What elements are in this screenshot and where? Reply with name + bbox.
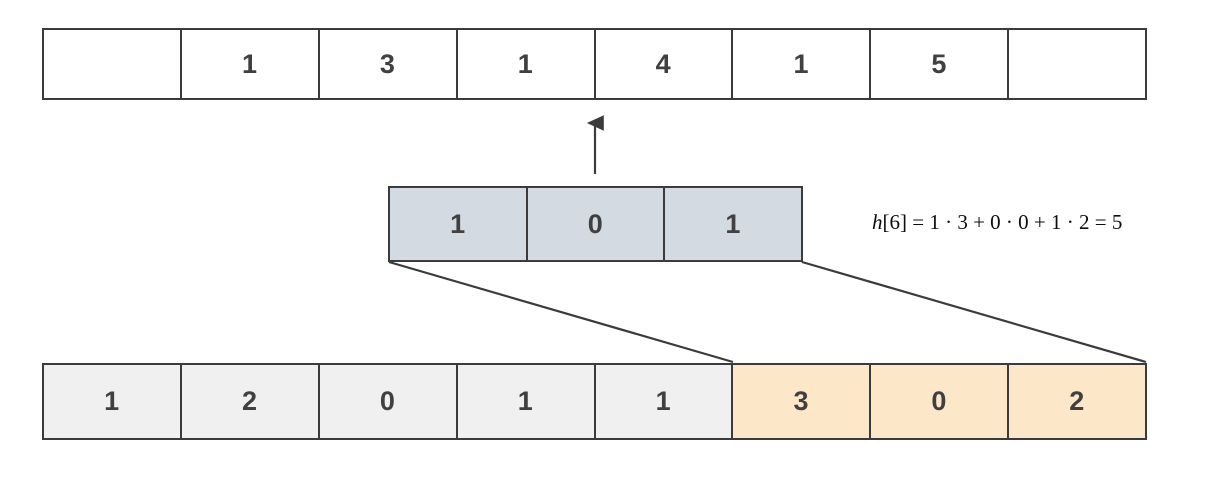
kernel-cell-2[interactable]: 1 xyxy=(665,188,802,260)
input-cell-2[interactable]: 0 xyxy=(319,365,458,438)
equation-rhs: = 1 · 3 + 0 · 0 + 1 · 2 = 5 xyxy=(907,210,1123,234)
input-cell-1[interactable]: 2 xyxy=(181,365,320,438)
input-array-row: 1 2 0 1 1 3 0 2 xyxy=(42,363,1147,440)
output-array-row: 1 3 1 4 1 5 xyxy=(42,28,1147,100)
input-cell-3[interactable]: 1 xyxy=(457,365,596,438)
equation-lhs-variable: h xyxy=(872,210,883,234)
input-cell-6[interactable]: 0 xyxy=(871,365,1010,438)
output-cell-4[interactable]: 4 xyxy=(595,30,734,98)
output-cell-3[interactable]: 1 xyxy=(457,30,596,98)
output-cell-1[interactable]: 1 xyxy=(181,30,320,98)
output-cell-7[interactable] xyxy=(1009,30,1145,98)
output-cell-6[interactable]: 5 xyxy=(871,30,1010,98)
kernel-array-row: 1 0 1 xyxy=(388,186,803,262)
input-cell-0[interactable]: 1 xyxy=(44,365,182,438)
input-cell-4[interactable]: 1 xyxy=(595,365,734,438)
input-cell-5[interactable]: 3 xyxy=(733,365,872,438)
kernel-window-left-connector xyxy=(388,260,734,364)
equation-lhs-index: [6] xyxy=(882,210,908,234)
output-cell-2[interactable]: 3 xyxy=(319,30,458,98)
input-cell-7[interactable]: 2 xyxy=(1009,365,1145,438)
kernel-cell-0[interactable]: 1 xyxy=(390,188,528,260)
output-cell-0[interactable] xyxy=(44,30,182,98)
convolution-equation: h[6] = 1 · 3 + 0 · 0 + 1 · 2 = 5 xyxy=(872,210,1122,235)
kernel-window-right-connector xyxy=(801,260,1147,364)
output-cell-5[interactable]: 1 xyxy=(733,30,872,98)
kernel-cell-1[interactable]: 0 xyxy=(527,188,666,260)
